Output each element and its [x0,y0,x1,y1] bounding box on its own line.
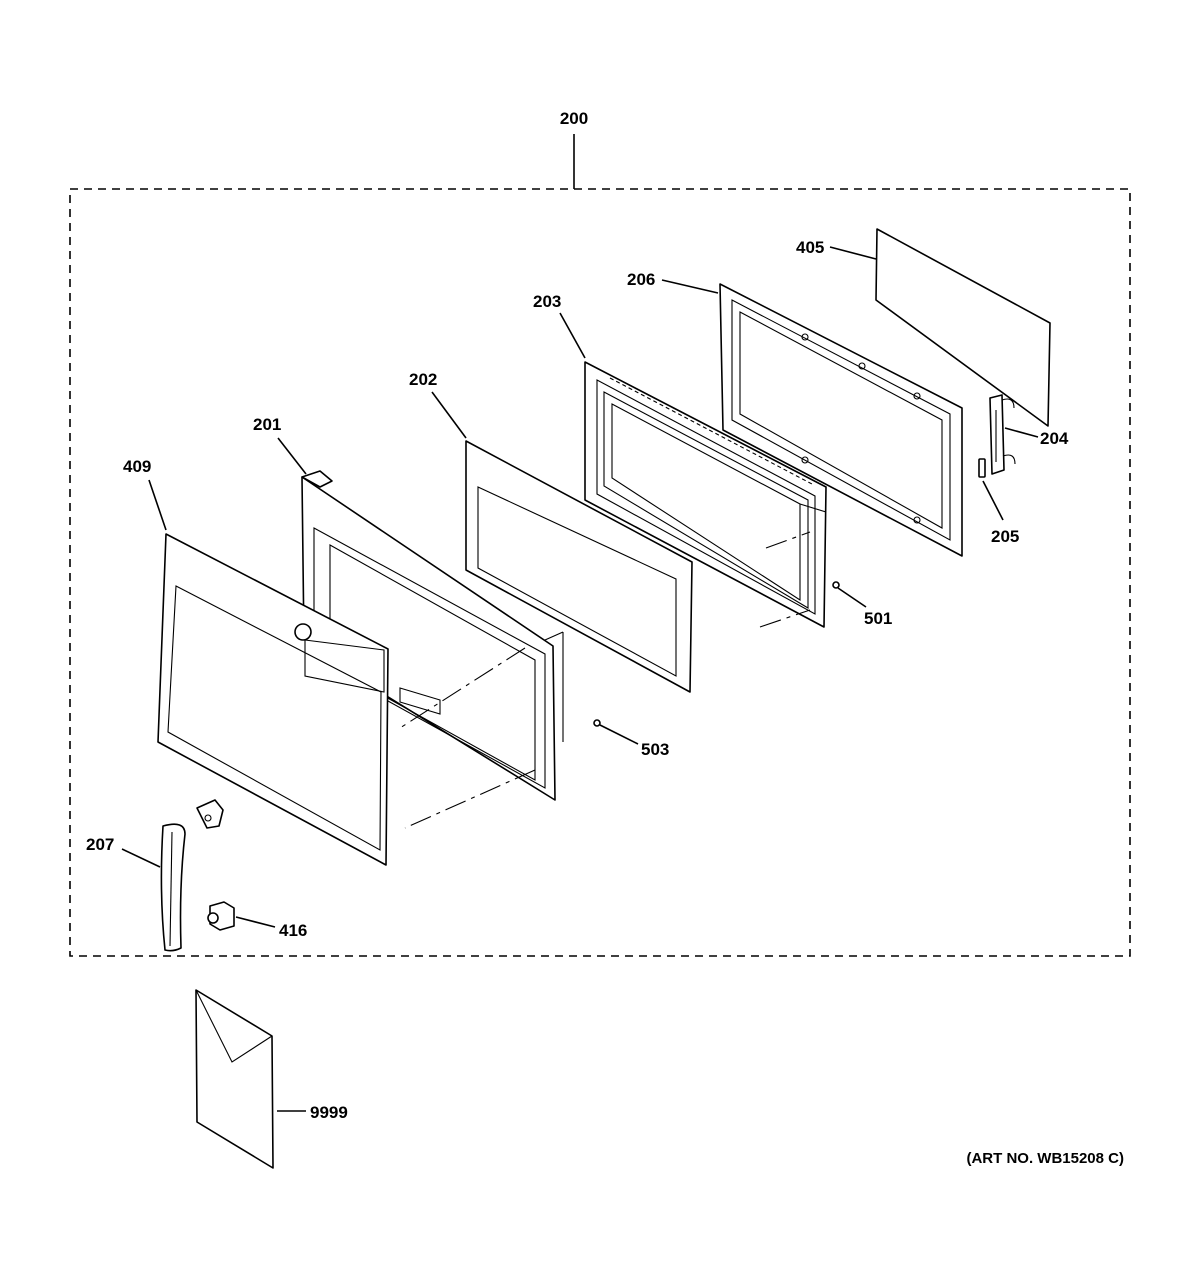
callout-200[interactable]: 200 [560,109,588,128]
part-9999-manual[interactable] [195,989,274,1169]
part-203-inner-door-panel[interactable] [584,361,827,628]
part-409-outer-door-panel[interactable] [157,533,441,866]
callout-503[interactable]: 503 [641,740,669,759]
callout-207[interactable]: 207 [86,835,114,854]
callout-416[interactable]: 416 [279,921,307,940]
part-416-latch[interactable] [207,901,235,931]
callout-9999[interactable]: 9999 [310,1103,348,1122]
leader-416 [235,916,276,928]
leader-205 [982,480,1004,521]
callout-205[interactable]: 205 [991,527,1019,546]
leader-405 [829,246,877,260]
callout-201[interactable]: 201 [253,415,281,434]
part-clip[interactable] [196,799,224,829]
assembly-boundary [69,188,1131,957]
part-405-glass-panel[interactable] [875,228,1051,427]
leader-204 [1004,427,1039,438]
leader-203 [559,312,586,359]
callout-204[interactable]: 204 [1040,429,1069,448]
leader-409 [148,479,167,531]
part-503-screw[interactable] [593,719,601,727]
callout-405[interactable]: 405 [796,238,824,257]
callout-203[interactable]: 203 [533,292,561,311]
part-202-glass[interactable] [465,440,693,693]
callout-202[interactable]: 202 [409,370,437,389]
callout-501[interactable]: 501 [864,609,892,628]
part-204-hinge-bracket[interactable] [989,394,1016,475]
part-501-screw[interactable] [832,581,840,589]
leader-207 [121,848,161,868]
leader-501 [837,587,867,608]
part-206-choke-frame[interactable] [719,283,963,557]
leader-206 [661,279,719,294]
part-205-hinge-pin[interactable] [978,458,986,478]
part-207-handle[interactable] [160,823,186,952]
leader-503 [599,724,639,745]
art-number: (ART NO. WB15208 C) [966,1150,1124,1167]
leader-201 [277,437,307,475]
leader-202 [431,391,467,439]
callout-206[interactable]: 206 [627,270,655,289]
callout-409[interactable]: 409 [123,457,151,476]
